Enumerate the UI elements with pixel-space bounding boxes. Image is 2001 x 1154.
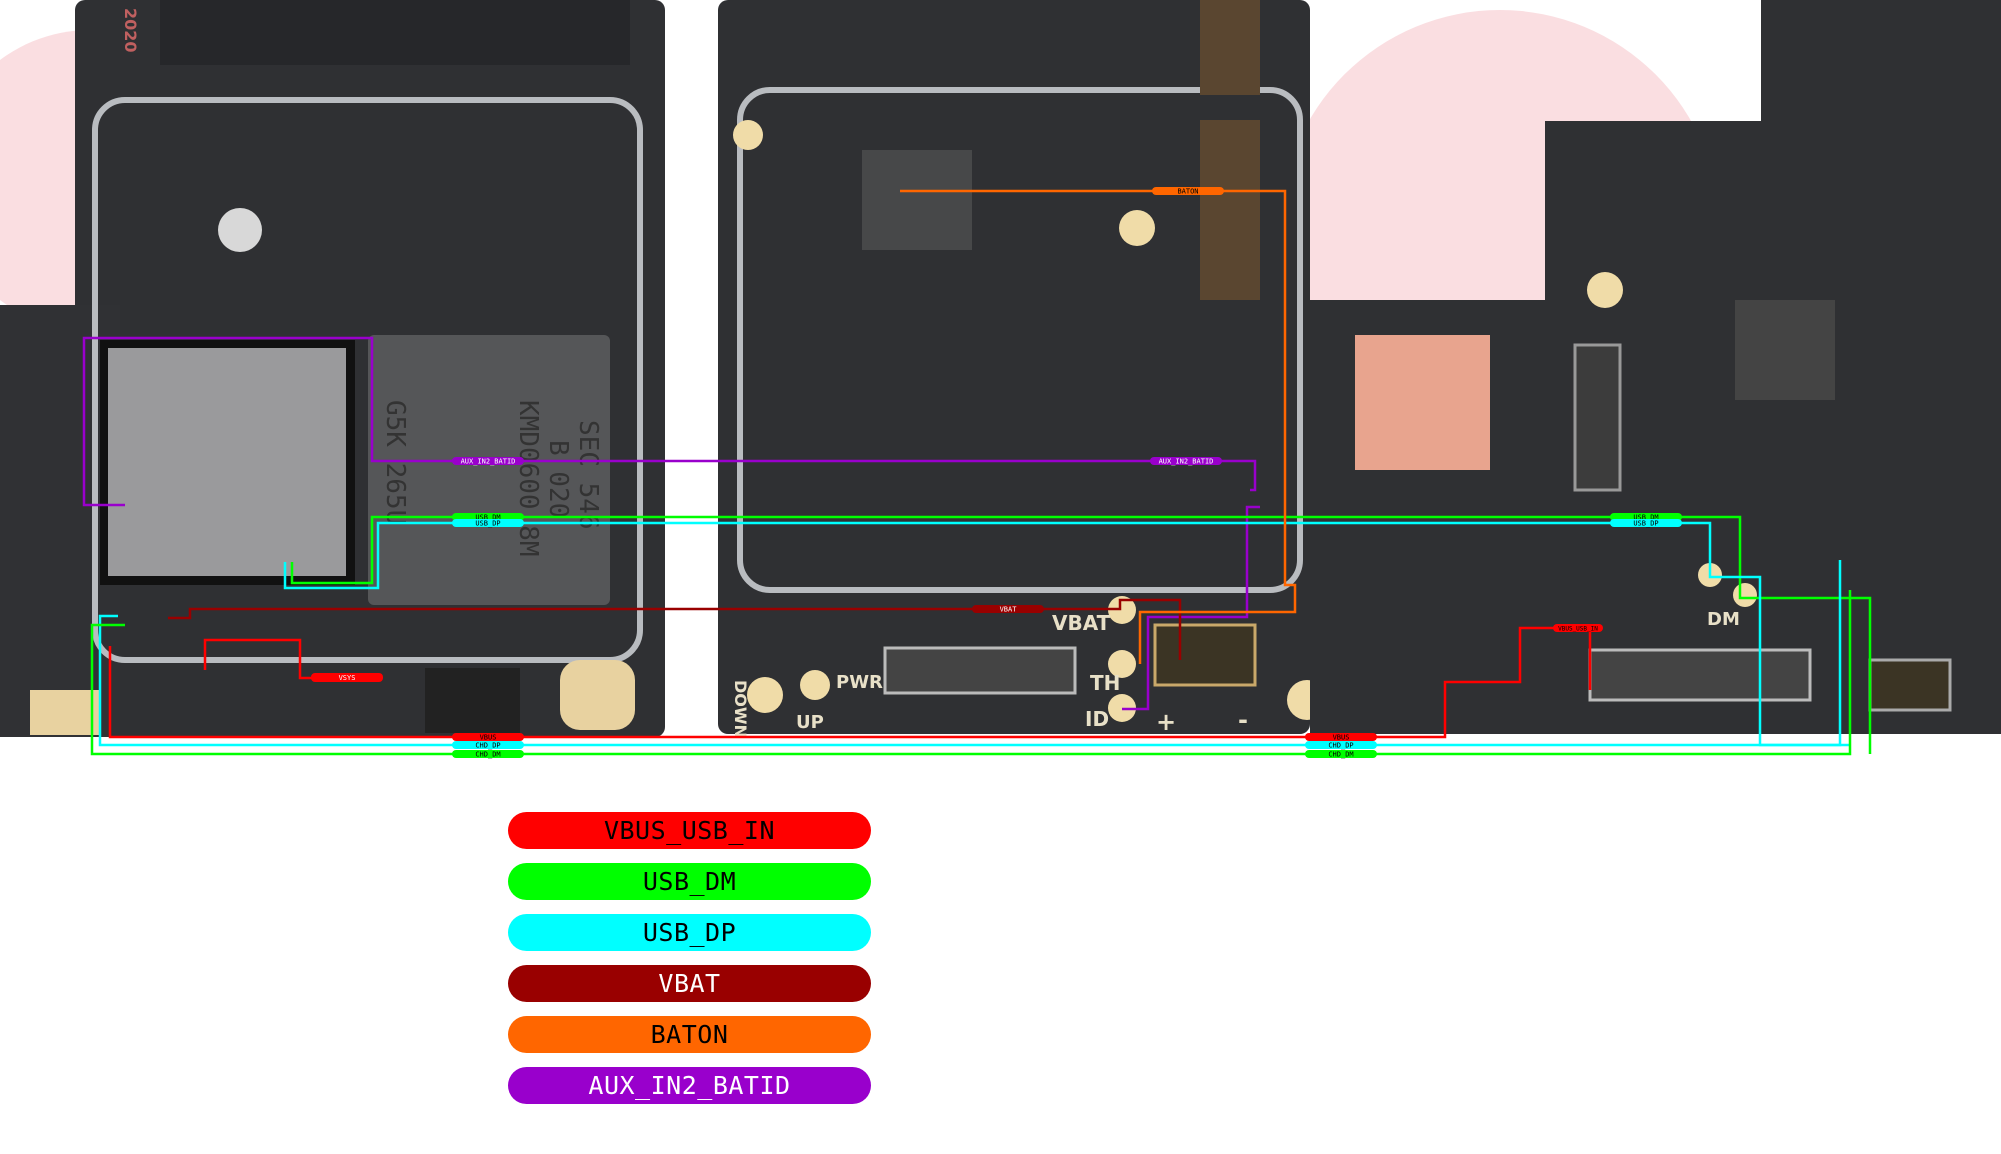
legend-item-baton: BATON xyxy=(508,1016,871,1053)
legend-label: AUX_IN2_BATID xyxy=(588,1071,791,1100)
legend-label: VBUS_USB_IN xyxy=(603,816,776,845)
trace-aux-in2-batid-battery xyxy=(1122,505,1260,711)
svg-text:CHD_DP: CHD_DP xyxy=(475,742,500,750)
silk-plus: + xyxy=(1156,708,1176,736)
svg-text:USB_DP: USB_DP xyxy=(1633,520,1658,528)
svg-text:USB_DP: USB_DP xyxy=(475,520,500,528)
label-vsys: VSYS xyxy=(311,673,383,682)
silk-dm: DM xyxy=(1707,609,1740,630)
chip-marking-3: KMD0600 8M xyxy=(513,400,543,557)
silk-pwr: PWR xyxy=(836,672,883,693)
label-chd-dm-right: CHD_DM xyxy=(1305,750,1377,759)
svg-text:VBUS_USB_IN: VBUS_USB_IN xyxy=(1558,626,1598,633)
silk-th: TH xyxy=(1090,671,1120,695)
label-chd-dp-right: CHD_DP xyxy=(1305,741,1377,750)
trace-aux-in2-batid xyxy=(82,336,1257,507)
svg-text:BATON: BATON xyxy=(1177,188,1198,196)
legend-item-vbus-usb-in: VBUS_USB_IN xyxy=(508,812,871,849)
board-connector xyxy=(883,646,1077,695)
silk-year: 2020 xyxy=(121,8,140,53)
label-vbus-left: VBUS xyxy=(452,733,524,742)
svg-text:VBUS: VBUS xyxy=(1333,734,1350,742)
legend-item-vbat: VBAT xyxy=(508,965,871,1002)
legend-label: USB_DM xyxy=(642,867,737,896)
screw-hole xyxy=(218,208,262,252)
svg-text:AUX_IN2_BATID: AUX_IN2_BATID xyxy=(1159,458,1214,466)
trace-usb-dm xyxy=(290,515,1872,754)
battery-connector xyxy=(1153,623,1257,687)
chip-marking-4: G5K 265U xyxy=(380,400,410,525)
label-chd-dp-left: CHD_DP xyxy=(452,741,524,750)
label-usb-dp-right: USB_DP xyxy=(1610,519,1682,528)
trace-chd-dm xyxy=(90,590,1852,756)
left-board xyxy=(0,0,665,737)
chip-marking-2: B 020 xyxy=(543,440,573,518)
svg-text:VBAT: VBAT xyxy=(1000,606,1018,614)
label-usb-dp-left: USB_DP xyxy=(452,519,524,528)
trace-vbat xyxy=(168,598,1182,660)
silk-minus: - xyxy=(1238,706,1248,734)
svg-text:VBUS: VBUS xyxy=(480,734,497,742)
svg-text:USB_DM: USB_DM xyxy=(475,514,500,522)
legend: VBUS_USB_IN USB_DM USB_DP VBAT BATON AUX… xyxy=(508,812,871,1118)
svg-text:USB_DM: USB_DM xyxy=(1633,514,1658,522)
middle-board xyxy=(718,0,1327,734)
trace-baton xyxy=(900,189,1297,664)
legend-item-usb-dm: USB_DM xyxy=(508,863,871,900)
label-aux-mid: AUX_IN2_BATID xyxy=(1150,457,1222,466)
trace-usb-dp xyxy=(283,521,1850,747)
memory-chip xyxy=(368,335,610,605)
svg-text:CHD_DM: CHD_DM xyxy=(1328,751,1353,759)
legend-item-aux-in2-batid: AUX_IN2_BATID xyxy=(508,1067,871,1104)
label-vbus-usb-in: VBUS_USB_IN xyxy=(1553,624,1603,633)
svg-text:CHD_DP: CHD_DP xyxy=(1328,742,1353,750)
silk-down: DOWN xyxy=(731,680,750,738)
silk-vbat: VBAT xyxy=(1052,611,1111,635)
svg-text:AUX_IN2_BATID: AUX_IN2_BATID xyxy=(461,458,516,466)
svg-text:CHD_DM: CHD_DM xyxy=(475,751,500,759)
silk-id: ID xyxy=(1085,707,1109,731)
chip-marking-1: SEC 546 xyxy=(573,420,603,530)
silk-up: UP xyxy=(796,712,824,733)
svg-text:VSYS: VSYS xyxy=(339,674,356,682)
legend-label: BATON xyxy=(650,1020,729,1049)
trace-chd-dp xyxy=(98,560,1842,747)
label-aux-left: AUX_IN2_BATID xyxy=(452,457,524,466)
board-connector-right xyxy=(1588,648,1812,702)
legend-label: USB_DP xyxy=(642,918,737,947)
legend-label: VBAT xyxy=(658,969,721,998)
label-vbus-right: VBUS xyxy=(1305,733,1377,742)
legend-item-usb-dp: USB_DP xyxy=(508,914,871,951)
label-vbat: VBAT xyxy=(972,605,1044,614)
label-chd-dm-left: CHD_DM xyxy=(452,750,524,759)
label-baton: BATON xyxy=(1152,187,1224,196)
